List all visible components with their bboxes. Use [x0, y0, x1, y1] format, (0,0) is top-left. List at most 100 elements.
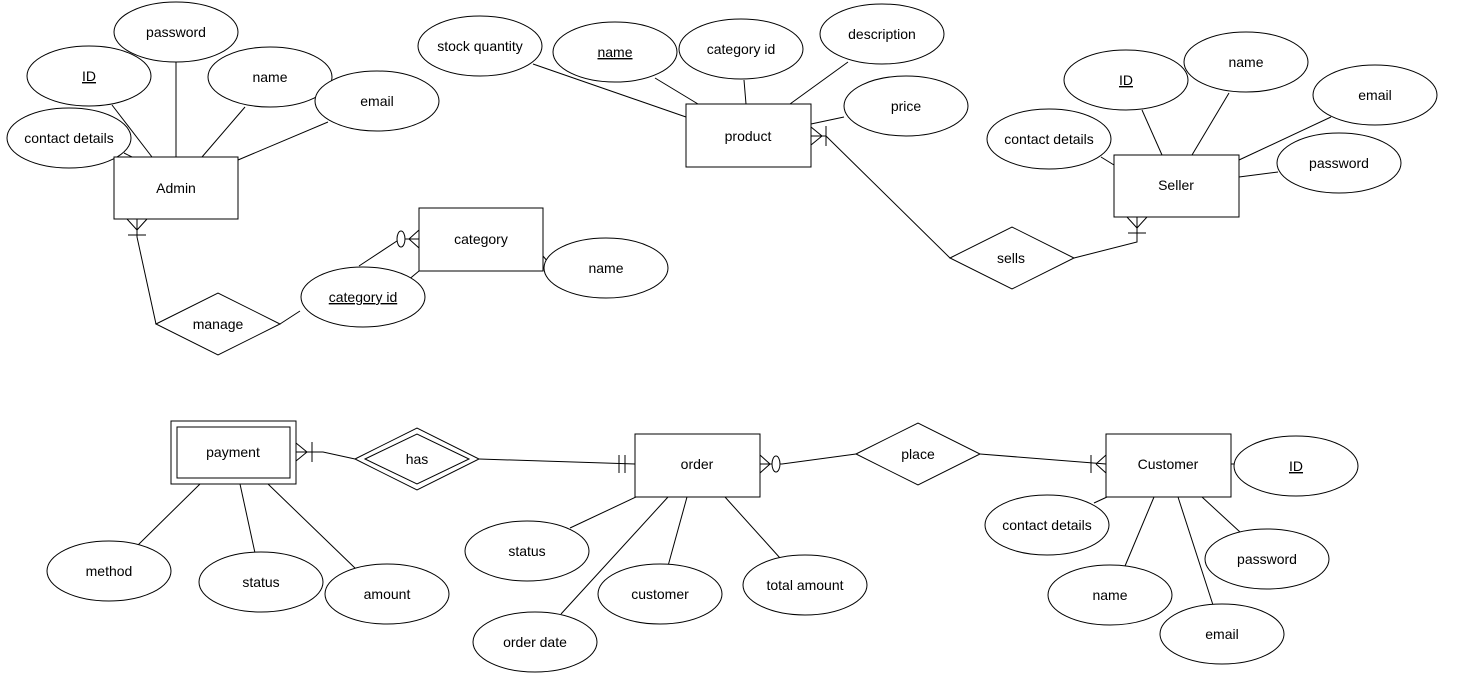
- link-order-total: [724, 496, 781, 559]
- attribute-label: method: [86, 563, 133, 579]
- entity-label: Customer: [1138, 456, 1199, 472]
- attribute-admin-email[interactable]: email: [314, 70, 440, 132]
- attribute-label: name: [252, 69, 287, 85]
- crowfoot-one-or-many-customer: [1090, 454, 1107, 474]
- attribute-order-date[interactable]: order date: [472, 611, 598, 673]
- crowfoot-one-or-many-product: [810, 126, 827, 146]
- link-customer-contact: [1093, 496, 1108, 504]
- relationship-label: sells: [997, 250, 1025, 266]
- entity-label: Admin: [156, 180, 196, 196]
- attribute-seller-password[interactable]: password: [1276, 132, 1402, 194]
- link-product-catid: [743, 79, 747, 105]
- link-admin-manage: [136, 219, 157, 325]
- attribute-product-price[interactable]: price: [843, 75, 969, 137]
- attribute-product-stock-quantity[interactable]: stock quantity: [417, 15, 543, 77]
- link-product-stock: [532, 63, 687, 118]
- link-payment-method: [137, 483, 201, 546]
- attribute-seller-id[interactable]: ID: [1063, 49, 1189, 111]
- attribute-customer-name[interactable]: name: [1047, 564, 1173, 626]
- attribute-admin-name[interactable]: name: [207, 46, 333, 108]
- key-attribute-label: ID: [1119, 72, 1133, 88]
- attribute-seller-contact-details[interactable]: contact details: [986, 108, 1112, 170]
- relationship-place[interactable]: place: [854, 422, 982, 486]
- attribute-label: status: [242, 574, 279, 590]
- attribute-order-status[interactable]: status: [464, 520, 590, 582]
- attribute-label: contact details: [1002, 517, 1092, 533]
- link-place-customer: [979, 453, 1107, 465]
- identifying-relationship-has[interactable]: has: [353, 427, 481, 491]
- relationship-sells[interactable]: sells: [948, 226, 1076, 290]
- crowfoot-one-and-only-one-order: [618, 455, 626, 473]
- link-payment-has: [296, 451, 356, 460]
- link-customer-name: [1124, 496, 1155, 567]
- key-attribute-label: ID: [1289, 458, 1303, 474]
- entity-product[interactable]: product: [685, 103, 812, 168]
- relationship-label: has: [406, 451, 429, 467]
- attribute-category-name[interactable]: name: [543, 237, 669, 299]
- attribute-payment-amount[interactable]: amount: [324, 563, 450, 625]
- attribute-product-name[interactable]: name: [552, 21, 678, 83]
- entity-admin[interactable]: Admin: [113, 156, 239, 220]
- attribute-label: name: [1092, 587, 1127, 603]
- attribute-seller-name[interactable]: name: [1183, 31, 1309, 93]
- entities: Admin product Seller category payment or…: [113, 103, 1240, 498]
- attribute-product-category-id[interactable]: category id: [678, 18, 804, 80]
- link-payment-status: [239, 483, 256, 554]
- link-sells-seller: [1073, 217, 1138, 259]
- weak-entity-payment[interactable]: payment: [170, 420, 297, 485]
- entity-customer[interactable]: Customer: [1105, 433, 1232, 498]
- attribute-admin-contact-details[interactable]: contact details: [6, 107, 132, 169]
- attribute-customer-id[interactable]: ID: [1233, 435, 1359, 497]
- link-product-name: [654, 77, 699, 105]
- attribute-label: name: [588, 260, 623, 276]
- link-admin-name: [201, 106, 246, 158]
- link-seller-name: [1191, 92, 1230, 156]
- crowfoot-one-or-many-admin: [126, 218, 148, 236]
- crowfoot-zero-or-many-category: [396, 229, 420, 249]
- link-order-place: [760, 453, 857, 465]
- attribute-order-total-amount[interactable]: total amount: [742, 554, 868, 616]
- link-manage-category: [358, 238, 419, 267]
- entity-category[interactable]: category: [418, 207, 544, 272]
- link-payment-amount: [267, 483, 358, 571]
- link-admin-id: [111, 104, 153, 158]
- attribute-category-id[interactable]: category id: [300, 266, 426, 328]
- link-seller-password: [1238, 171, 1279, 178]
- entity-label: product: [725, 128, 772, 144]
- attribute-label: description: [848, 26, 916, 42]
- attribute-order-customer[interactable]: customer: [597, 563, 723, 625]
- attribute-customer-password[interactable]: password: [1204, 528, 1330, 590]
- attribute-label: order date: [503, 634, 567, 650]
- attribute-seller-email[interactable]: email: [1312, 64, 1438, 126]
- relationship-manage[interactable]: manage: [154, 292, 282, 356]
- attribute-customer-contact-details[interactable]: contact details: [984, 494, 1110, 556]
- link-product-sells: [811, 135, 951, 259]
- entity-seller[interactable]: Seller: [1113, 154, 1240, 218]
- crowfoot-one-or-many-payment: [295, 442, 313, 462]
- attribute-product-description[interactable]: description: [819, 3, 945, 65]
- link-seller-email: [1238, 116, 1332, 161]
- attribute-label: password: [1309, 155, 1369, 171]
- attribute-customer-email[interactable]: email: [1159, 603, 1285, 665]
- attribute-admin-id[interactable]: ID: [26, 45, 152, 107]
- attribute-label: name: [1228, 54, 1263, 70]
- relationship-label: place: [901, 446, 935, 462]
- attribute-label: amount: [364, 586, 411, 602]
- attribute-label: category id: [707, 41, 775, 57]
- entity-label: order: [681, 456, 714, 472]
- link-order-status: [569, 496, 637, 529]
- attribute-label: stock quantity: [437, 38, 523, 54]
- link-product-price: [810, 116, 845, 125]
- crowfoot-one-or-many-seller: [1126, 216, 1148, 234]
- crowfoot-zero-or-many-order: [759, 454, 781, 474]
- attribute-label: email: [360, 93, 393, 109]
- cardinality-markers: [126, 126, 1148, 474]
- attribute-admin-password[interactable]: password: [113, 1, 239, 63]
- link-customer-password: [1201, 496, 1241, 533]
- link-has-order: [478, 458, 636, 465]
- entity-order[interactable]: order: [634, 433, 761, 498]
- attribute-payment-method[interactable]: method: [46, 540, 172, 602]
- link-order-customer: [667, 496, 688, 567]
- attribute-payment-status[interactable]: status: [198, 551, 324, 613]
